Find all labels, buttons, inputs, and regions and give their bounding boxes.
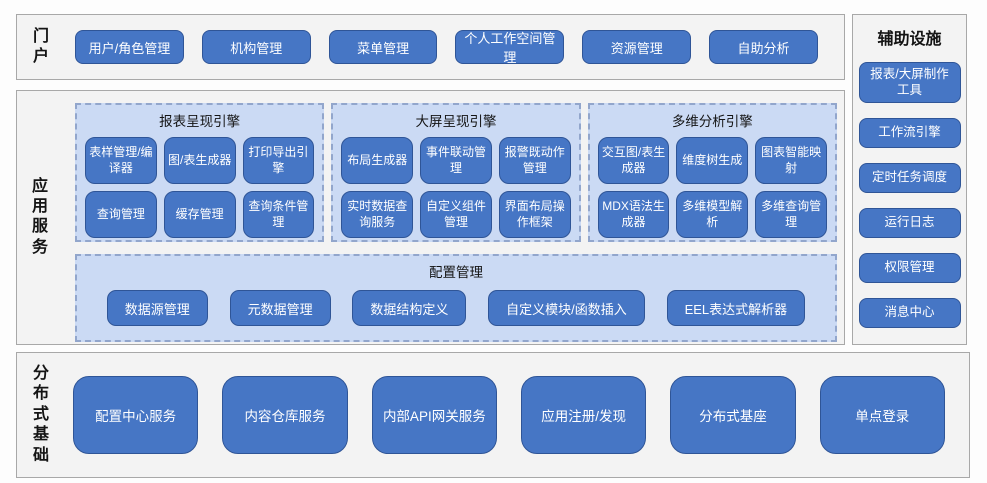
olap-engine-title: 多维分析引擎 <box>671 114 753 129</box>
btn-custom-module-function-insert[interactable]: 自定义模块/函数插入 <box>488 290 645 326</box>
aux-facilities-list: 报表/大屏制作工具 工作流引擎 定时任务调度 运行日志 权限管理 消息中心 <box>858 62 961 328</box>
engine-panels-row: 报表呈现引擎 表样管理/编译器 图/表生成器 打印导出引擎 查询管理 缓存管理 … <box>75 103 837 242</box>
config-mgmt-panel: 配置管理 数据源管理 元数据管理 数据结构定义 自定义模块/函数插入 EEL表达… <box>75 254 837 342</box>
portal-section: 门户 用户/角色管理 机构管理 菜单管理 个人工作空间管理 资源管理 自助分析 <box>16 14 845 80</box>
btn-event-linkage-mgmt[interactable]: 事件联动管理 <box>420 137 492 184</box>
btn-workflow-engine[interactable]: 工作流引擎 <box>858 117 961 148</box>
btn-org-mgmt[interactable]: 机构管理 <box>201 30 311 64</box>
portal-label: 门户 <box>32 27 49 65</box>
btn-content-repo-service[interactable]: 内容仓库服务 <box>222 376 348 454</box>
config-mgmt-title: 配置管理 <box>429 265 483 280</box>
btn-print-export-engine[interactable]: 打印导出引擎 <box>242 137 315 184</box>
btn-distributed-base[interactable]: 分布式基座 <box>670 376 796 454</box>
btn-mdx-syntax-generator[interactable]: MDX语法生成器 <box>597 191 670 238</box>
distributed-button-row: 配置中心服务 内容仓库服务 内部API网关服务 应用注册/发现 分布式基座 单点… <box>73 376 945 454</box>
btn-menu-mgmt[interactable]: 菜单管理 <box>328 30 438 64</box>
btn-template-mgmt-compiler[interactable]: 表样管理/编译器 <box>85 137 157 184</box>
app-services-section: 应用服务 报表呈现引擎 表样管理/编译器 图/表生成器 打印导出引擎 查询管理 … <box>16 90 845 345</box>
olap-engine-panel: 多维分析引擎 交互图/表生成器 维度树生成 图表智能映射 MDX语法生成器 多维… <box>587 103 837 242</box>
aux-facilities-title: 辅助设施 <box>877 31 942 48</box>
portal-button-row: 用户/角色管理 机构管理 菜单管理 个人工作空间管理 资源管理 自助分析 <box>75 30 818 65</box>
btn-cache-mgmt[interactable]: 缓存管理 <box>163 191 236 238</box>
bigscreen-engine-grid: 布局生成器 事件联动管理 报警既动作管理 实时数据查询服务 自定义组件管理 界面… <box>333 130 578 246</box>
btn-permission-mgmt[interactable]: 权限管理 <box>858 252 961 283</box>
btn-report-bigscreen-tool[interactable]: 报表/大屏制作工具 <box>858 62 961 103</box>
bigscreen-engine-title: 大屏呈现引擎 <box>415 114 497 129</box>
btn-internal-api-gateway-service[interactable]: 内部API网关服务 <box>371 376 497 454</box>
distributed-foundation-label: 分布式基础 <box>32 364 49 464</box>
btn-multidim-query-mgmt[interactable]: 多维查询管理 <box>755 191 827 238</box>
report-engine-grid: 表样管理/编译器 图/表生成器 打印导出引擎 查询管理 缓存管理 查询条件管理 <box>77 130 322 246</box>
btn-single-sign-on[interactable]: 单点登录 <box>819 376 945 454</box>
btn-alarm-action-mgmt[interactable]: 报警既动作管理 <box>498 137 571 184</box>
btn-personal-workspace-mgmt[interactable]: 个人工作空间管理 <box>455 30 565 65</box>
btn-multidim-model-parsing[interactable]: 多维模型解析 <box>676 191 749 238</box>
btn-datasource-mgmt[interactable]: 数据源管理 <box>106 290 208 326</box>
btn-scheduled-task-scheduler[interactable]: 定时任务调度 <box>858 162 961 193</box>
btn-run-logs[interactable]: 运行日志 <box>858 207 961 238</box>
config-mgmt-row: 数据源管理 元数据管理 数据结构定义 自定义模块/函数插入 EEL表达式解析器 <box>77 290 835 326</box>
btn-interactive-chart-generator[interactable]: 交互图/表生成器 <box>597 137 670 184</box>
btn-chart-table-generator[interactable]: 图/表生成器 <box>163 137 236 184</box>
btn-layout-generator[interactable]: 布局生成器 <box>341 137 414 184</box>
btn-realtime-data-query-service[interactable]: 实时数据查询服务 <box>341 191 414 238</box>
btn-custom-component-mgmt[interactable]: 自定义组件管理 <box>420 191 492 238</box>
btn-metadata-mgmt[interactable]: 元数据管理 <box>229 290 331 326</box>
btn-self-service-analysis[interactable]: 自助分析 <box>709 30 818 64</box>
report-engine-title: 报表呈现引擎 <box>159 114 241 129</box>
btn-resource-mgmt[interactable]: 资源管理 <box>582 30 692 64</box>
btn-query-condition-mgmt[interactable]: 查询条件管理 <box>242 191 315 238</box>
btn-app-register-discovery[interactable]: 应用注册/发现 <box>520 376 647 454</box>
aux-facilities-section: 辅助设施 报表/大屏制作工具 工作流引擎 定时任务调度 运行日志 权限管理 消息… <box>852 14 967 345</box>
btn-data-structure-definition[interactable]: 数据结构定义 <box>352 290 467 326</box>
btn-dimension-tree-generation[interactable]: 维度树生成 <box>676 137 749 184</box>
btn-ui-layout-framework[interactable]: 界面布局操作框架 <box>498 191 571 238</box>
bigscreen-engine-panel: 大屏呈现引擎 布局生成器 事件联动管理 报警既动作管理 实时数据查询服务 自定义… <box>331 103 581 242</box>
btn-chart-smart-mapping[interactable]: 图表智能映射 <box>755 137 827 184</box>
btn-user-role-mgmt[interactable]: 用户/角色管理 <box>75 30 184 64</box>
app-services-label: 应用服务 <box>31 177 48 256</box>
btn-query-mgmt[interactable]: 查询管理 <box>85 191 157 238</box>
btn-message-center[interactable]: 消息中心 <box>858 297 961 328</box>
app-services-content: 报表呈现引擎 表样管理/编译器 图/表生成器 打印导出引擎 查询管理 缓存管理 … <box>75 103 837 342</box>
report-engine-panel: 报表呈现引擎 表样管理/编译器 图/表生成器 打印导出引擎 查询管理 缓存管理 … <box>75 103 325 242</box>
btn-config-center-service[interactable]: 配置中心服务 <box>73 376 199 454</box>
btn-eel-expression-parser[interactable]: EEL表达式解析器 <box>666 290 806 326</box>
distributed-foundation-section: 分布式基础 配置中心服务 内容仓库服务 内部API网关服务 应用注册/发现 分布… <box>16 352 970 478</box>
olap-engine-grid: 交互图/表生成器 维度树生成 图表智能映射 MDX语法生成器 多维模型解析 多维… <box>590 130 835 246</box>
